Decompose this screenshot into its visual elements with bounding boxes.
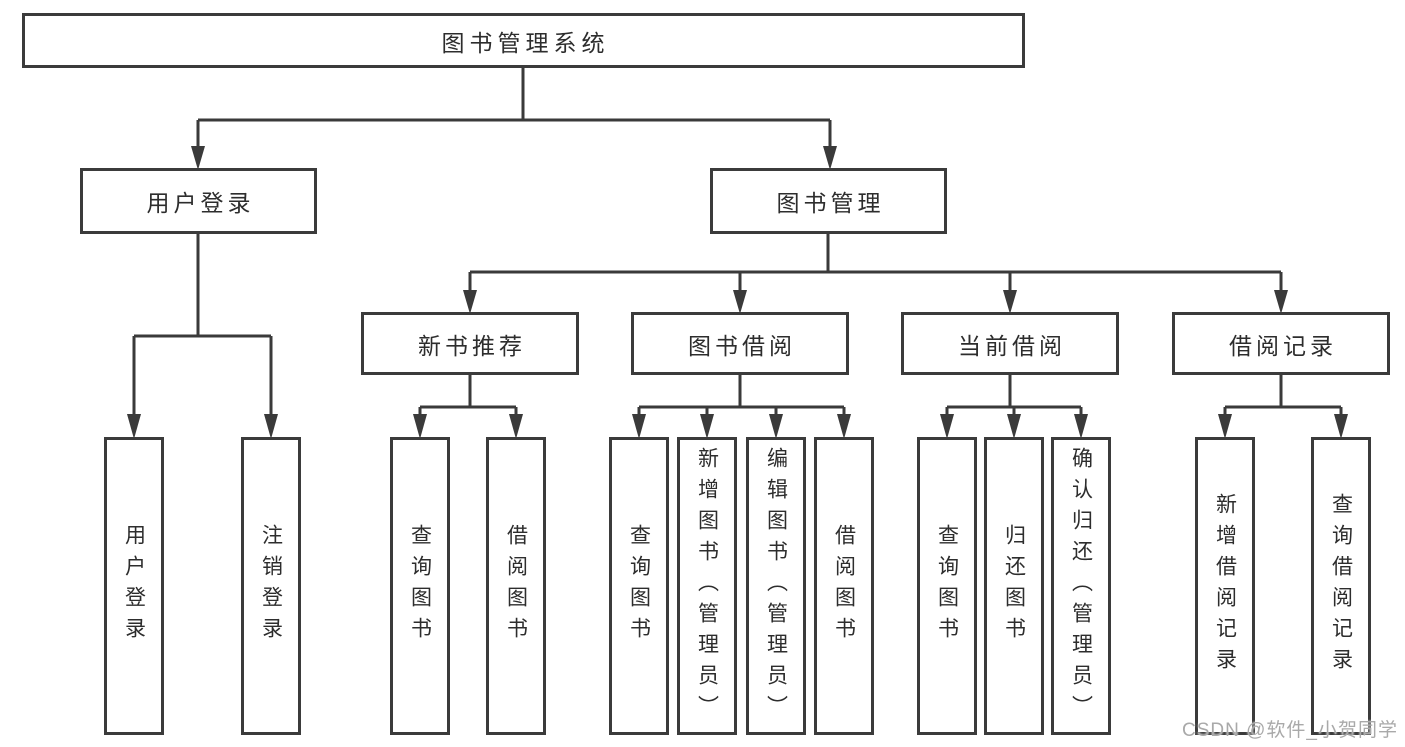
leaf-query-books-recommend: 查询图书 bbox=[390, 437, 450, 735]
node-label: 用户登录 bbox=[146, 190, 255, 216]
node-book-borrowing: 图书借阅 bbox=[631, 312, 849, 375]
leaf-label: 确认归还（管理员） bbox=[1069, 446, 1093, 726]
node-label: 当前借阅 bbox=[958, 332, 1066, 359]
leaf-label: 注销登录 bbox=[259, 524, 283, 648]
leaf-query-books-current: 查询图书 bbox=[917, 437, 977, 735]
node-label: 借阅记录 bbox=[1229, 332, 1337, 359]
node-book-management: 图书管理 bbox=[710, 168, 947, 234]
leaf-label: 查询图书 bbox=[627, 524, 651, 648]
leaf-label: 借阅图书 bbox=[504, 524, 528, 648]
leaf-add-borrow-record: 新增借阅记录 bbox=[1195, 437, 1255, 735]
arrowheads bbox=[127, 146, 1348, 439]
leaf-label: 查询图书 bbox=[935, 524, 959, 648]
leaf-label: 新增图书（管理员） bbox=[695, 446, 719, 726]
leaf-user-login: 用户登录 bbox=[104, 437, 164, 735]
leaf-label: 查询借阅记录 bbox=[1329, 493, 1353, 679]
leaf-label: 编辑图书（管理员） bbox=[764, 446, 788, 726]
leaf-borrow-books: 借阅图书 bbox=[814, 437, 874, 735]
leaf-return-books: 归还图书 bbox=[984, 437, 1044, 735]
leaf-label: 查询图书 bbox=[408, 524, 432, 648]
leaf-logout: 注销登录 bbox=[241, 437, 301, 735]
leaf-label: 新增借阅记录 bbox=[1213, 493, 1237, 679]
leaf-label: 归还图书 bbox=[1002, 524, 1026, 648]
leaf-label: 借阅图书 bbox=[832, 524, 856, 648]
leaf-edit-books-admin: 编辑图书（管理员） bbox=[746, 437, 806, 735]
node-user-login: 用户登录 bbox=[80, 168, 317, 234]
node-library-management-system: 图书管理系统 bbox=[22, 13, 1025, 68]
node-label: 新书推荐 bbox=[418, 332, 526, 359]
leaf-confirm-return-admin: 确认归还（管理员） bbox=[1051, 437, 1111, 735]
node-label: 图书管理 bbox=[776, 190, 885, 216]
connector-paths bbox=[132, 68, 1343, 416]
leaf-borrow-books-recommend: 借阅图书 bbox=[486, 437, 546, 735]
node-new-book-recommendation: 新书推荐 bbox=[361, 312, 579, 375]
leaf-label: 用户登录 bbox=[122, 524, 146, 648]
node-borrowing-records: 借阅记录 bbox=[1172, 312, 1390, 375]
node-current-borrowing: 当前借阅 bbox=[901, 312, 1119, 375]
leaf-add-books-admin: 新增图书（管理员） bbox=[677, 437, 737, 735]
csdn-watermark: CSDN @软件_小贺同学 bbox=[1182, 720, 1398, 741]
node-label: 图书管理系统 bbox=[441, 29, 610, 56]
leaf-query-books-borrowing: 查询图书 bbox=[609, 437, 669, 735]
leaf-query-borrow-record: 查询借阅记录 bbox=[1311, 437, 1371, 735]
node-label: 图书借阅 bbox=[688, 332, 796, 359]
